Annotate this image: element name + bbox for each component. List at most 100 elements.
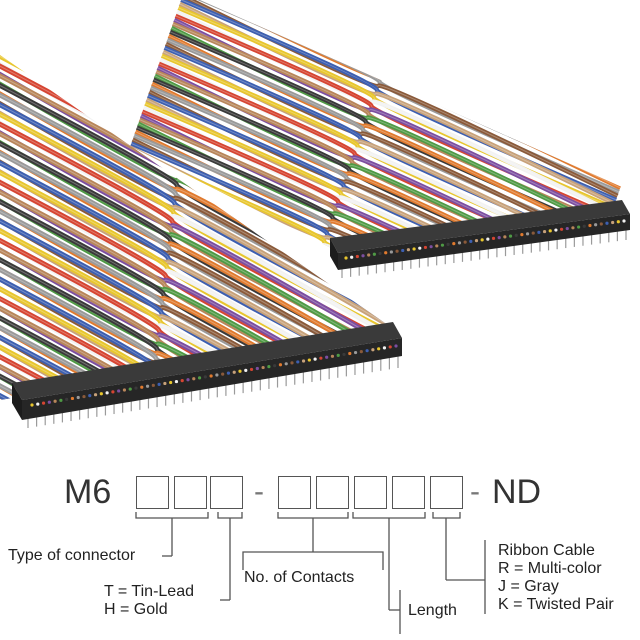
pn-box-6 xyxy=(354,476,387,509)
contact-dot xyxy=(588,223,592,228)
contact-dot xyxy=(319,356,323,360)
contact-dot xyxy=(367,253,371,257)
contact-dot xyxy=(353,350,358,355)
label-cable-title: Ribbon Cable xyxy=(498,542,595,559)
contact-dot xyxy=(571,226,575,230)
ribbon-wire-highlight xyxy=(0,224,395,400)
ribbon-wire-highlight xyxy=(0,206,395,400)
contact-dot xyxy=(616,220,620,224)
contact-dot xyxy=(508,234,513,238)
contact-dot xyxy=(377,347,381,351)
contact-dot xyxy=(605,221,609,225)
ribbon-wire xyxy=(0,305,387,400)
contact-dot xyxy=(395,249,399,253)
pn-box-5 xyxy=(316,476,349,509)
contact-dot xyxy=(47,400,51,404)
label-plating-tin: T = Tin-Lead xyxy=(104,583,194,600)
contact-dot xyxy=(474,239,479,243)
contact-dot xyxy=(59,398,63,402)
contact-dot xyxy=(111,390,115,394)
contact-dot xyxy=(232,370,236,374)
contact-dot xyxy=(525,232,530,236)
contact-dot xyxy=(203,375,207,379)
contact-dot xyxy=(440,243,445,247)
contact-dot xyxy=(238,369,242,373)
contact-dot xyxy=(169,380,173,385)
contact-dot xyxy=(344,256,348,260)
ribbon-wire-highlight xyxy=(136,127,572,250)
ribbon-wire xyxy=(0,205,395,400)
contact-dot xyxy=(255,366,259,371)
contact-dot xyxy=(378,251,382,256)
part-number-suffix: ND xyxy=(492,473,542,511)
contact-dot xyxy=(412,247,416,251)
ribbon-wire xyxy=(0,286,390,400)
contact-dot xyxy=(261,365,265,370)
contact-dot xyxy=(423,245,428,250)
contact-dot xyxy=(382,346,387,350)
contact-dot xyxy=(503,235,507,239)
contact-dot xyxy=(330,354,335,358)
contact-dot xyxy=(313,357,317,361)
contact-dot xyxy=(117,389,121,393)
contact-dot xyxy=(611,220,615,225)
contact-dot xyxy=(65,397,69,401)
contact-dot xyxy=(514,233,518,237)
contact-dot xyxy=(41,401,46,405)
ribbon-wire-highlight xyxy=(133,135,570,250)
ribbon-wire xyxy=(127,149,565,250)
label-plating-gold: H = Gold xyxy=(104,601,168,618)
pn-box-8 xyxy=(430,476,463,509)
contact-dot xyxy=(388,345,392,349)
contact-dot xyxy=(531,231,535,235)
part-number-separator-2: - xyxy=(470,475,480,508)
contact-dot xyxy=(221,372,225,376)
ribbon-wire-highlight xyxy=(139,119,575,250)
ribbon-wire xyxy=(138,117,576,250)
pn-box-7 xyxy=(392,476,425,509)
contact-dot xyxy=(296,360,300,364)
contact-dot xyxy=(151,383,155,387)
contact-dot xyxy=(209,374,213,378)
contact-dot xyxy=(122,388,127,392)
contact-dot xyxy=(197,376,202,380)
contact-dot xyxy=(267,365,271,369)
label-cable-multi: R = Multi-color xyxy=(498,560,602,577)
contact-dot xyxy=(157,382,161,386)
contact-dot xyxy=(622,219,626,223)
contact-dot xyxy=(140,385,144,389)
contact-dot xyxy=(273,364,277,368)
connector-bottom xyxy=(12,322,402,428)
contact-dot xyxy=(435,244,439,248)
label-cable-twisted: K = Twisted Pair xyxy=(498,596,614,613)
contact-dot xyxy=(53,399,57,403)
contact-dot xyxy=(401,248,405,253)
ribbon-wire xyxy=(130,141,568,250)
part-number-prefix: M6 xyxy=(64,473,112,511)
contact-dots-top xyxy=(344,219,626,260)
contact-dot xyxy=(457,241,462,245)
contact-dot xyxy=(384,251,388,255)
ribbon-wire xyxy=(0,296,388,400)
contact-dot xyxy=(307,358,311,362)
contact-dot xyxy=(554,228,558,232)
contact-dot xyxy=(463,240,467,244)
contact-dot xyxy=(249,367,254,372)
contact-dot xyxy=(486,237,490,241)
contact-dot xyxy=(88,394,92,398)
contact-dot xyxy=(359,350,363,354)
contact-dot xyxy=(30,403,34,407)
contact-dot xyxy=(192,377,196,381)
pn-box-4 xyxy=(278,476,311,509)
contact-dot xyxy=(361,254,365,258)
contact-dot xyxy=(350,255,354,259)
contact-dot xyxy=(180,379,184,383)
contact-dot xyxy=(145,384,150,388)
label-contacts: No. of Contacts xyxy=(244,569,355,586)
ribbon-wire-highlight xyxy=(0,288,389,400)
contact-dot xyxy=(491,236,496,240)
contact-dot xyxy=(371,348,375,352)
ribbon-wire-highlight xyxy=(131,143,567,250)
contact-dot xyxy=(76,395,80,400)
